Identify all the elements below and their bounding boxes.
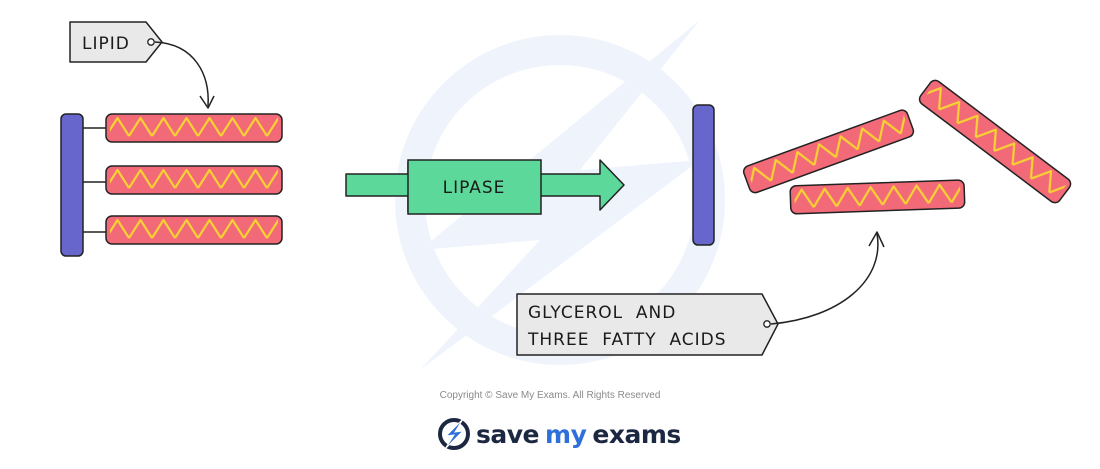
products-label-tag: GLYCEROL AND THREE FATTY ACIDS: [516, 293, 779, 356]
free-fatty-acid: [742, 109, 915, 194]
free-fatty-acid: [789, 179, 966, 215]
lipid-pointer-arrow: [154, 41, 215, 109]
brand-logo: save my exams: [436, 414, 681, 454]
brand-word-exams: exams: [592, 419, 681, 449]
products-label-line2: THREE FATTY ACIDS: [527, 330, 727, 350]
lipase-reaction-arrow: LIPASE: [345, 159, 625, 215]
fatty-acid-chain: [105, 113, 283, 143]
triglyceride-molecule: [60, 113, 283, 257]
free-fatty-acid: [918, 79, 1072, 204]
brand-word-my: my: [545, 419, 587, 449]
lipase-label: LIPASE: [443, 178, 506, 198]
products-label-line1: GLYCEROL AND: [528, 303, 676, 323]
lightning-bolt-icon: [438, 418, 470, 450]
fatty-acid-chain: [105, 165, 283, 195]
lipid-label-text: LIPID: [82, 34, 130, 54]
free-glycerol: [692, 104, 715, 246]
lipid-label-tag: LIPID: [69, 21, 163, 63]
products-group: [692, 79, 1072, 246]
products-pointer-arrow: [770, 231, 885, 325]
glycerol-backbone: [60, 113, 84, 257]
fatty-acid-chain: [105, 215, 283, 245]
brand-word-save: save: [476, 419, 540, 449]
copyright-notice: Copyright © Save My Exams. All Rights Re…: [439, 390, 661, 401]
